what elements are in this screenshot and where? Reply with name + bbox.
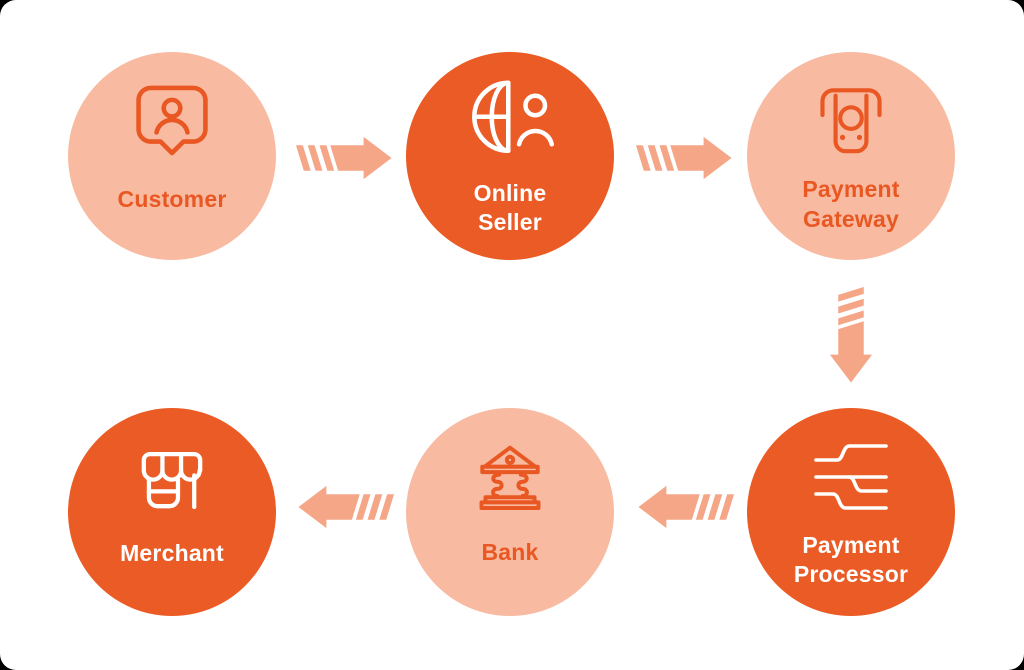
- node-customer: Customer: [68, 52, 276, 260]
- node-online-seller: Online Seller: [406, 52, 614, 260]
- node-merchant: Merchant: [68, 408, 276, 616]
- arrow-customer-to-online-seller: [295, 135, 393, 181]
- chat-user-icon: [128, 80, 216, 164]
- storefront-icon: [131, 437, 213, 519]
- card-slot-icon: [814, 78, 888, 155]
- node-label: Merchant: [120, 540, 224, 567]
- arrow-payment-gateway-to-payment-processor: [828, 286, 874, 384]
- arrow-online-seller-to-payment-gateway: [635, 135, 733, 181]
- node-label: Online Seller: [473, 179, 547, 235]
- bank-building-icon: [472, 439, 548, 518]
- node-bank: Bank: [406, 408, 614, 616]
- node-label: Payment Gateway: [802, 176, 900, 232]
- node-label: Payment Processor: [793, 531, 909, 587]
- arrow-payment-processor-to-bank: [637, 484, 735, 530]
- node-payment-gateway: Payment Gateway: [747, 52, 955, 260]
- node-payment-processor: Payment Processor: [747, 408, 955, 616]
- node-label: Bank: [481, 538, 539, 565]
- routing-lines-icon: [811, 435, 891, 511]
- globe-user-icon: [463, 75, 557, 159]
- node-label: Customer: [117, 185, 227, 212]
- arrow-bank-to-merchant: [297, 484, 395, 530]
